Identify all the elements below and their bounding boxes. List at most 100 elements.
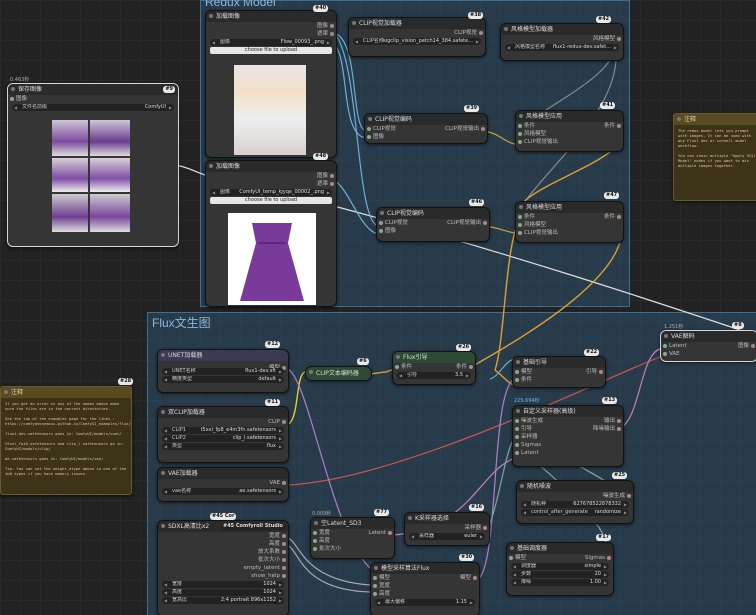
input-image[interactable]: 图像 — [365, 133, 487, 141]
style-model-apply-node-1[interactable]: 风格模型应用 条件条件 风格模型 CLIP视觉输出 — [515, 110, 624, 152]
input-style-model[interactable]: 风格模型 — [516, 130, 623, 138]
input-model[interactable]: 模型引导 — [513, 368, 605, 376]
style-model-apply-node-2[interactable]: 风格模型应用 条件条件 风格模型 CLIP视觉输出 — [515, 201, 624, 243]
output-image[interactable]: 图像 — [206, 172, 336, 180]
output-guider[interactable]: 引导 — [586, 368, 605, 376]
sdxl-resolution-node[interactable]: SDXL高清比x2#45 Comfyroll Studio 宽度 高度 放大系数… — [157, 520, 289, 615]
output-output[interactable]: 输出 — [604, 417, 623, 425]
dual-clip-loader-node[interactable]: 双CLIP加载器 CLIP CLIP1t5xxl_fp8_e4m3fn.safe… — [157, 406, 289, 463]
output-batch-size[interactable]: 批次大小 — [158, 556, 288, 564]
output-clip[interactable]: CLIP — [158, 418, 288, 426]
output-image[interactable]: 图像 — [206, 22, 336, 30]
input-conditioning[interactable]: 条件条件 — [516, 122, 623, 130]
note-node-left[interactable]: 注释 If you get an error in any of the nod… — [0, 386, 132, 495]
output-sampler[interactable]: 采样器 — [405, 524, 489, 532]
input-clip-vision-output[interactable]: CLIP视觉输出 — [516, 229, 623, 237]
note-text[interactable]: The redux model lets you prompt with ima… — [678, 128, 756, 168]
input-guider[interactable]: 引导降噪输出 — [513, 425, 623, 433]
output-sigmas[interactable]: Sigmas — [585, 554, 613, 562]
input-conditioning[interactable]: 条件条件 — [393, 363, 475, 371]
clip-name-widget[interactable]: CLIP名称sigclip_vision_patch14_384.safete.… — [353, 38, 481, 45]
note-node-right[interactable]: 注释 The redux model lets you prompt with … — [673, 113, 756, 201]
upload-button[interactable]: choose file to upload — [210, 47, 332, 54]
output-empty-latent[interactable]: empty_latent — [158, 564, 288, 572]
output-width[interactable]: 宽度 — [158, 532, 288, 540]
style-model-loader-node[interactable]: 风格模型加载器 风格模型 风格模型名称flux1-redux-dev.safet… — [500, 23, 624, 61]
input-sigmas[interactable]: Sigmas — [513, 441, 623, 449]
note-text[interactable]: If you get an error in any of the nodes … — [5, 401, 131, 476]
input-model[interactable]: 模型模型 — [371, 574, 479, 582]
sampler-custom-advanced-node[interactable]: 自定义采样器(高级) 噪波生成输出 引导降噪输出 采样器 Sigmas Late… — [512, 405, 624, 467]
load-image-node-2[interactable]: 加载图像 图像 遮罩 图像ComfyUI_temp_kjyqe_00002_.p… — [205, 160, 337, 307]
output-latent[interactable]: Latent — [368, 529, 394, 537]
output-clip-vision[interactable]: CLIP视觉 — [349, 29, 485, 37]
input-vae[interactable]: VAE — [661, 350, 756, 358]
upload-button[interactable]: choose file to upload — [210, 197, 332, 204]
input-conditioning[interactable]: 条件条件 — [516, 213, 623, 221]
input-image[interactable]: 图像 — [377, 227, 489, 235]
input-latent[interactable]: Latent — [513, 449, 623, 457]
denoise-widget[interactable]: 降噪1.00 — [511, 579, 609, 586]
output-noise[interactable]: 噪波生成 — [517, 492, 633, 500]
input-height[interactable]: 高度 — [311, 537, 394, 545]
clip-text-encode-node[interactable]: CLIP文本编码器 — [305, 366, 372, 381]
output-conditioning[interactable]: 条件 — [456, 363, 475, 371]
output-upscale-factor[interactable]: 放大系数 — [158, 548, 288, 556]
output-conditioning[interactable]: 条件 — [604, 213, 623, 221]
output-conditioning[interactable]: 条件 — [604, 122, 623, 130]
guidance-widget[interactable]: 引导3.5 — [397, 372, 471, 379]
output-vae[interactable]: VAE — [158, 479, 288, 487]
input-width[interactable]: 宽度 — [371, 582, 479, 590]
output-image[interactable]: 图像 — [738, 342, 756, 350]
input-style-model[interactable]: 风格模型 — [516, 221, 623, 229]
style-model-name-widget[interactable]: 风格模型名称flux1-redux-dev.safet... — [505, 44, 619, 51]
input-batch-size[interactable]: 批次大小 — [311, 545, 394, 553]
output-style-model[interactable]: 风格模型 — [501, 35, 623, 43]
output-show-help[interactable]: show_help — [158, 572, 288, 580]
output-mask[interactable]: 遮罩 — [206, 30, 336, 38]
output-model[interactable]: 模型 — [460, 574, 479, 582]
input-slot[interactable]: 图像 — [8, 95, 178, 103]
output-height[interactable]: 高度 — [158, 540, 288, 548]
input-sampler[interactable]: 采样器 — [513, 433, 623, 441]
input-noise[interactable]: 噪波生成输出 — [513, 417, 623, 425]
output-denoised-output[interactable]: 降噪输出 — [593, 425, 623, 433]
basic-guider-node[interactable]: 基础引导 模型引导 条件 — [512, 356, 606, 388]
clip-vision-loader-node[interactable]: CLIP视觉加载器 CLIP视觉 CLIP名称sigclip_vision_pa… — [348, 17, 486, 57]
output-clip-vision-output[interactable]: CLIP视觉输出 — [447, 219, 489, 227]
